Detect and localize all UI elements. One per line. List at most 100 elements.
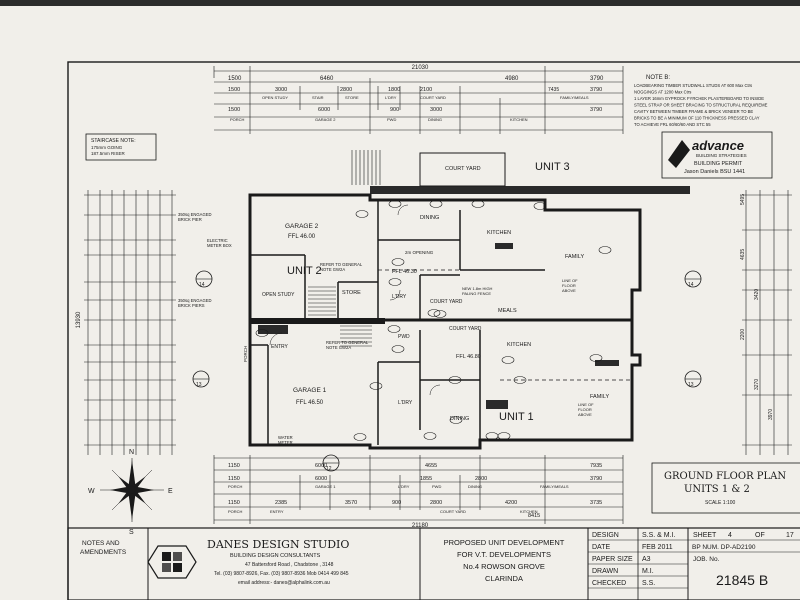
family-u2-label: FAMILY: [565, 254, 584, 260]
dim-top-row2: 1500: [228, 87, 240, 93]
dds-logo-icon: [147, 545, 197, 579]
dim-bottom-row2: 3790: [590, 476, 602, 482]
tb-field-value: S.S. & M.I.: [642, 532, 676, 539]
dim-bottom-row3: 900: [392, 500, 401, 506]
dim-bottom-small: 8415: [528, 513, 540, 519]
dim-top-row2-label: STORE: [345, 95, 359, 100]
window-tag-icon: [501, 356, 515, 364]
dim-right: 3420: [754, 289, 760, 300]
section-marker-bottom: 12: [322, 454, 340, 472]
refer-note-u2-1: REFER TO GENERAL: [320, 262, 363, 267]
plan-units: UNITS 1 & 2: [684, 484, 750, 495]
compass-w: W: [88, 488, 95, 495]
notes-amendments-1: NOTES AND: [82, 540, 120, 547]
dim-bottom-row3: 3735: [590, 500, 602, 506]
plan-scale: SCALE 1:100: [705, 500, 736, 506]
dim-top-row2: 3790: [590, 87, 602, 93]
dim-top-row1: 6460: [320, 76, 334, 82]
family-u1-label: FAMILY: [590, 394, 609, 400]
dim-bottom-row2-label: DINING: [468, 484, 482, 489]
dim-bottom-row2: 1150: [228, 476, 240, 482]
engaged-pier-2a: 350sq ENGAGED: [178, 298, 212, 303]
sheet-no: 4: [728, 532, 732, 539]
right-dimensions: [745, 190, 789, 455]
dim-right: 2200: [740, 329, 746, 340]
dim-bottom-row2-label: L'DRY: [398, 484, 410, 489]
building-permit-stamp: advance BUILDING STRATEGIES BUILDING PER…: [661, 131, 773, 179]
dim-top-row3: 1500: [228, 107, 240, 113]
dim-top-row2-label: COURT YARD: [420, 95, 446, 100]
dim-bottom-row3-label: COURT YARD: [440, 509, 466, 514]
dim-bottom-overall: 21180: [412, 523, 429, 529]
ffl-u1: FFL 46.80: [456, 354, 481, 360]
section-marker-left-top: 14: [195, 270, 213, 288]
dim-top-row2: 2100: [420, 87, 432, 93]
dim-top-row3-label: GARAGE 2: [315, 117, 336, 122]
party-wall: [250, 318, 385, 324]
job-label: JOB. No.: [693, 556, 720, 563]
meals-label: MEALS: [498, 308, 517, 314]
garage1-ffl: FFL 46.50: [296, 400, 324, 406]
tb-field-value: FEB 2011: [642, 544, 673, 551]
studio-consultants: BUILDING DESIGN CONSULTANTS: [230, 553, 321, 559]
stamp-permit: BUILDING PERMIT: [694, 161, 743, 167]
unit1-label: UNIT 1: [499, 411, 534, 423]
note-b-line: LOADBEARING TIMBER STUDWALL STUDS AT 600…: [634, 83, 752, 88]
dim-top-row2-label: OPEN STUDY: [262, 95, 288, 100]
porch-label: PORCH: [243, 346, 248, 362]
lofa-u1-1: LINE OF: [578, 402, 594, 407]
north-arrow-icon: N E S W: [88, 449, 173, 536]
window-tag-icon: [391, 258, 405, 266]
dim-top-row3: 3000: [430, 107, 442, 113]
window-tag-icon: [589, 354, 603, 362]
stamp-brand: advance: [692, 138, 744, 153]
window-tag-icon: [449, 416, 463, 424]
court-yard-u1-label: COURT YARD: [449, 326, 482, 332]
section-markers: 14 14 13 13 12: [192, 270, 702, 472]
lofa-u1-3: ABOVE: [578, 412, 592, 417]
window-tag-icon: [429, 200, 443, 208]
dim-top-small: 7435: [548, 87, 559, 93]
dim-bottom-row3: 2800: [430, 500, 442, 506]
pwd-label: PWD: [398, 334, 410, 340]
dim-bottom-row3-label: PORCH: [228, 509, 243, 514]
dim-bottom-row1: 6000: [315, 463, 327, 469]
tb-field-label: DATE: [592, 544, 610, 551]
kitchen-u2-label: KITCHEN: [487, 230, 511, 236]
dim-bottom-row1: 7935: [590, 463, 602, 469]
note-b-line: NOGGINGS AT 1200 Max Ctrs: [634, 90, 691, 95]
engaged-pier-1b: BRICK PIER: [178, 217, 202, 222]
tb-field-label: PAPER SIZE: [592, 556, 633, 563]
dim-top-row2-label: STAIR: [312, 95, 324, 100]
tb-field-value: S.S.: [642, 580, 655, 587]
dim-top-row3-label: PORCH: [230, 117, 245, 122]
top-dimensions: [213, 66, 624, 134]
compass-e: E: [168, 488, 173, 495]
dim-left-overall: 13930: [76, 311, 82, 328]
dim-right: 4635: [740, 249, 746, 260]
window-tag-icon: [353, 433, 367, 441]
court-yard-u2-label: COURT YARD: [430, 299, 463, 305]
dim-bottom-row2-label: PORCH: [228, 484, 243, 489]
note-b-line: 1 LAYER 16mm GYPROCK FYRCHEK PLASTERBOAR…: [634, 96, 764, 101]
garage1-label: GARAGE 1: [293, 387, 327, 394]
electric-meter-2: METER BOX: [207, 243, 232, 248]
lofa-u1-2: FLOOR: [578, 407, 592, 412]
dim-right: 5495: [740, 194, 746, 205]
window-tag-icon: [448, 376, 462, 384]
advance-logo-icon: [668, 140, 690, 168]
dim-bottom-row1: 1150: [228, 463, 240, 469]
tb-field-value: A3: [642, 556, 651, 563]
refer-note-u1-2: NOTE GW2A: [326, 345, 351, 350]
fence-note-1: NEW 1.8m HIGH: [462, 286, 493, 291]
window-tag-icon: [471, 200, 485, 208]
window-tag-icon: [355, 210, 369, 218]
dim-top-row2-label: L'DRY: [385, 95, 397, 100]
water-meter-1: WATER: [278, 435, 293, 440]
dim-bottom-row1: 4655: [425, 463, 437, 469]
window-tag-icon: [427, 309, 441, 317]
window-tag-icon: [598, 246, 612, 254]
dim-top-row1: 3790: [590, 76, 604, 82]
dining-u1-label: DINING: [450, 416, 469, 422]
section-marker-right-top: 14: [684, 270, 702, 288]
